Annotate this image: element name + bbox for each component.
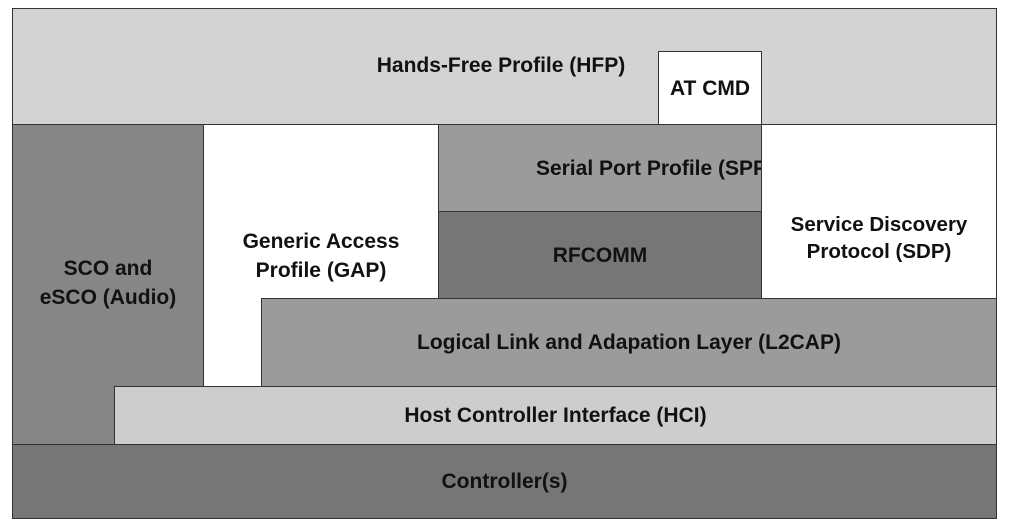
- hci-label: Host Controller Interface (HCI): [404, 404, 707, 427]
- sdp-label: Service Discovery Protocol (SDP): [790, 213, 968, 263]
- at-cmd-label: AT CMD: [669, 76, 751, 100]
- hci-block: Host Controller Interface (HCI): [114, 386, 997, 445]
- controller-block: Controller(s): [12, 444, 997, 519]
- rfcomm-block: RFCOMM: [438, 211, 762, 299]
- at-cmd-block: AT CMD: [658, 51, 762, 125]
- hfp-label: Hands-Free Profile (HFP): [376, 54, 626, 77]
- gap-label: Generic Access Profile (GAP): [242, 230, 400, 282]
- sco-esco-block: SCO and eSCO (Audio): [12, 124, 204, 445]
- hfp-block: Hands-Free Profile (HFP): [12, 8, 997, 125]
- l2cap-label: Logical Link and Adapation Layer (L2CAP): [417, 331, 841, 354]
- spp-label: Serial Port Profile (SPP): [535, 156, 775, 180]
- l2cap-block: Logical Link and Adapation Layer (L2CAP): [261, 298, 997, 387]
- sdp-block: Service Discovery Protocol (SDP): [761, 124, 997, 299]
- rfcomm-label: RFCOMM: [552, 243, 648, 267]
- sco-esco-label: SCO and eSCO (Audio): [39, 256, 177, 309]
- controller-label: Controller(s): [441, 469, 568, 493]
